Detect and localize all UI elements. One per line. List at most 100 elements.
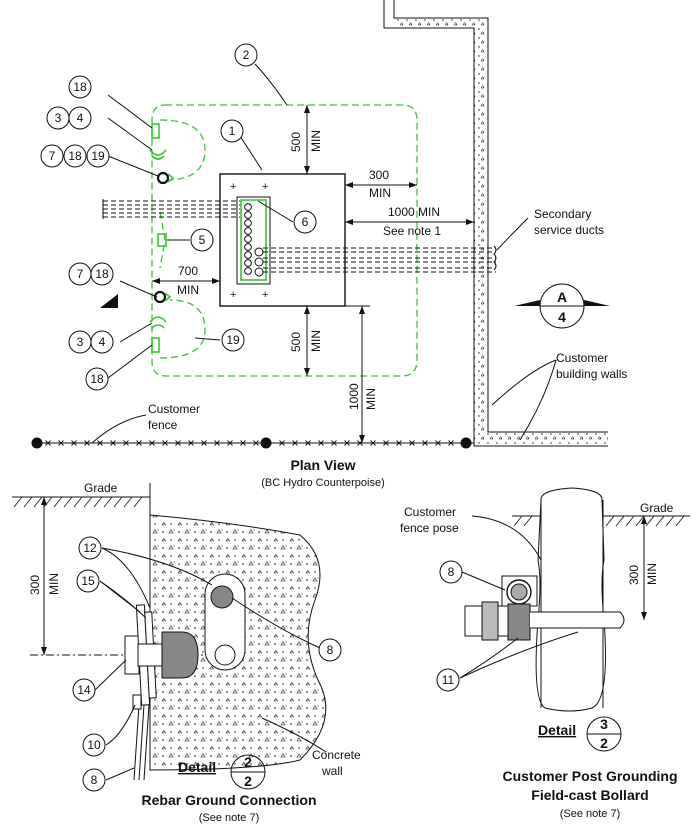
fence-x-mark: [71, 440, 77, 446]
bubble-11: 11: [442, 673, 455, 687]
svg-text:+: +: [230, 289, 236, 301]
bubble-19b: [221, 328, 245, 352]
fence-x-mark: [331, 440, 337, 446]
svg-text:18: 18: [95, 267, 109, 281]
fence-x-mark: [409, 440, 415, 446]
fence-x-mark: [422, 440, 428, 446]
building-wall: [383, 0, 608, 447]
plan-bubbles: 2 18 3 4 7 18 19 1 6 5 7 18 3 4 19 18: [40, 43, 317, 391]
fence-x-mark: [357, 440, 363, 446]
detail-2-rebar-ground: Grade 300 MIN 12 15 8: [12, 481, 361, 824]
bubble-19: [86, 144, 110, 168]
detail3-grade: Grade: [640, 501, 674, 515]
plan-dimension-text: 500 MIN 300 MIN 1000 MIN See note 1 700 …: [177, 130, 441, 410]
detail2-note: (See note 7): [199, 812, 260, 824]
detail2-word: Detail: [178, 759, 216, 775]
fence-x-mark: [58, 440, 64, 446]
fence-x-mark: [383, 440, 389, 446]
svg-text:+: +: [262, 289, 268, 301]
bubble-14: 14: [77, 683, 91, 697]
bubble-4b: [90, 330, 114, 354]
svg-text:MIN: MIN: [369, 186, 391, 200]
fence-x-mark: [292, 440, 298, 446]
svg-text:+: +: [230, 181, 236, 193]
detail3-title-2: Field-cast Bollard: [531, 787, 648, 803]
svg-text:18: 18: [73, 80, 87, 94]
bubble-12: 12: [83, 541, 97, 555]
fence-x-mark: [45, 440, 51, 446]
fence-post: [535, 487, 606, 712]
svg-text:4: 4: [99, 335, 106, 349]
fence-x-mark: [396, 440, 402, 446]
fence-x-mark: [240, 440, 246, 446]
bubble-15: 15: [81, 574, 95, 588]
fence-x-mark: [136, 440, 142, 446]
counterpoise-curve-bottom: [159, 299, 206, 359]
detail3-num: 3: [600, 716, 608, 732]
svg-text:MIN: MIN: [309, 330, 323, 352]
orientation-wedge: [100, 294, 118, 308]
fence-x-mark: [344, 440, 350, 446]
fence-x-mark: [448, 440, 454, 446]
svg-text:MIN: MIN: [364, 388, 378, 410]
bubble-4: [68, 106, 92, 130]
fence-x-mark: [123, 440, 129, 446]
detail2-min: MIN: [47, 573, 61, 595]
svg-text:MIN: MIN: [177, 283, 199, 297]
plan-leaders: [91, 63, 557, 444]
svg-text:1000 MIN: 1000 MIN: [388, 205, 440, 219]
detail3-note: (See note 7): [560, 808, 621, 820]
fence-x-mark: [214, 440, 220, 446]
plan-view: + + + +: [31, 0, 627, 489]
svg-text:building walls: building walls: [556, 367, 627, 381]
fence-x-mark: [201, 440, 207, 446]
svg-text:700: 700: [178, 264, 198, 278]
duct-panel: [236, 196, 271, 285]
svg-text:6: 6: [302, 215, 309, 229]
bubble-18d: [85, 367, 109, 391]
svg-text:2: 2: [243, 48, 250, 62]
bubble-5: [190, 228, 214, 252]
fence-x-mark: [149, 440, 155, 446]
svg-text:18: 18: [68, 149, 82, 163]
bubble-10: 10: [87, 738, 101, 752]
detail2-sheet: 2: [244, 773, 252, 789]
svg-text:Customer: Customer: [148, 402, 200, 416]
secondary-service-ducts: [263, 245, 497, 273]
kiosk-box: [219, 173, 346, 307]
plan-dimensions: [152, 105, 474, 443]
detail3-min: MIN: [645, 563, 659, 585]
counterpoise-curve-top: [159, 119, 206, 181]
svg-text:fence: fence: [148, 418, 178, 432]
concrete-label-1: Concrete: [312, 748, 361, 762]
concrete-label-2: wall: [321, 764, 343, 778]
svg-text:Customer: Customer: [556, 351, 608, 365]
fence-x-mark: [435, 440, 441, 446]
plan-view-title: Plan View: [290, 457, 355, 473]
bubble-6: [293, 210, 317, 234]
detail2-num: 2: [244, 754, 252, 770]
plan-labels: Secondary service ducts Customer buildin…: [148, 207, 627, 432]
detail3-sheet: 2: [600, 735, 608, 751]
grade-label: Grade: [84, 481, 118, 495]
svg-text:+: +: [262, 181, 268, 193]
svg-text:1000: 1000: [347, 383, 361, 410]
section-marker-top: A: [557, 289, 567, 305]
svg-text:5: 5: [199, 233, 206, 247]
bubble-18c: [90, 262, 114, 286]
detail2-title: Rebar Ground Connection: [142, 792, 317, 808]
bubble-8-d2a: 8: [327, 643, 334, 657]
fence-post-label-2: fence pose: [400, 521, 459, 535]
bubble-18b: [63, 144, 87, 168]
fence-post-label-1: Customer: [404, 505, 456, 519]
bubble-2: [234, 43, 258, 67]
svg-text:18: 18: [90, 372, 104, 386]
ground-rod-bottom: [149, 290, 172, 353]
duct-openings: [244, 203, 264, 277]
fence-x-mark: [279, 440, 285, 446]
svg-text:500: 500: [289, 132, 303, 152]
svg-text:19: 19: [91, 149, 105, 163]
svg-text:500: 500: [289, 332, 303, 352]
detail3-title-1: Customer Post Grounding: [503, 768, 678, 784]
